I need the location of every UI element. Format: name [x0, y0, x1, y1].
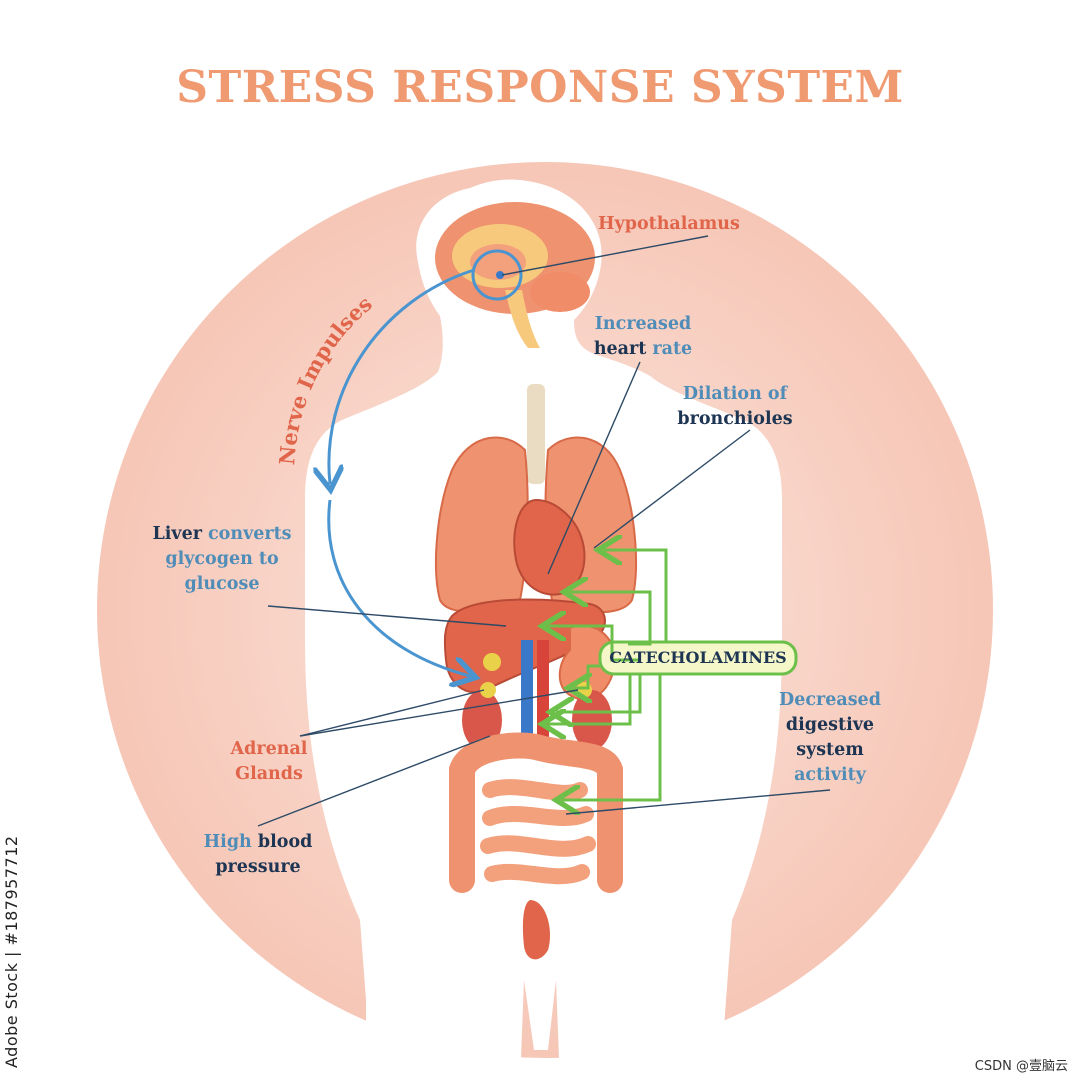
label-adrenal-glands: Adrenal Glands: [214, 737, 324, 787]
bronchioles-line2: bronchioles: [677, 409, 793, 429]
nerve-to-adrenal-arrow: [327, 499, 470, 676]
blood-pressure-blood: blood: [251, 832, 313, 852]
liver-converts: converts: [201, 524, 292, 544]
bronchioles-line1: Dilation of: [682, 384, 788, 404]
stock-watermark-side: Adobe Stock | #187957712: [2, 835, 21, 1068]
nerve-impulse-arrow: [329, 268, 475, 484]
liver-word: Liver: [152, 524, 202, 544]
label-digestive: Decreased digestive system activity: [762, 688, 898, 788]
adrenal-line1: Adrenal: [230, 739, 308, 759]
credit-watermark: CSDN @壹脑云: [974, 1059, 1068, 1074]
digestive-line2: digestive: [785, 715, 875, 735]
left-adrenal-gland: [480, 682, 496, 698]
heart-rate-line2: heart rate: [578, 337, 708, 362]
liver-line3: glucose: [184, 574, 260, 594]
right-adrenal-gland: [576, 682, 592, 698]
blood-pressure-line1: High blood: [190, 830, 326, 855]
label-bronchioles: Dilation of bronchioles: [660, 382, 810, 432]
hypothalamus-text: Hypothalamus: [598, 214, 740, 234]
trachea: [527, 384, 545, 484]
vena-cava: [521, 640, 533, 750]
blood-pressure-line2: pressure: [215, 857, 301, 877]
heart-rate-heart: heart: [593, 339, 647, 359]
rectum: [522, 900, 550, 960]
hypothalamus-dot: [496, 271, 504, 279]
catecholamines-text: CATECHOLAMINES: [609, 648, 787, 667]
blood-pressure-high: High: [203, 832, 252, 852]
label-hypothalamus: Hypothalamus: [598, 212, 740, 237]
right-kidney: [572, 690, 612, 750]
label-blood-pressure: High blood pressure: [190, 830, 326, 880]
leader-lines: [257, 235, 831, 827]
heart-rate-line1: Increased: [594, 314, 692, 334]
digestive-line3: system: [796, 740, 864, 760]
heart-rate-rate: rate: [646, 339, 693, 359]
catecholamine-arrows: [548, 550, 668, 800]
digestive-line4: activity: [794, 765, 866, 785]
large-intestine: [449, 732, 623, 893]
hypothalamus-highlight: [471, 249, 523, 301]
left-kidney: [462, 690, 502, 750]
page-title: STRESS RESPONSE SYSTEM: [176, 62, 904, 113]
digestive-line1: Decreased: [779, 690, 881, 710]
liver-line2: glycogen to: [165, 549, 279, 569]
adrenal-line2: Glands: [235, 764, 303, 784]
catecholamines-box: [598, 640, 798, 676]
gallbladder: [483, 653, 501, 671]
label-liver: Liver converts glycogen to glucose: [140, 522, 304, 597]
label-heart-rate: Increased heart rate: [578, 312, 708, 362]
liver-line1: Liver converts: [140, 522, 304, 547]
